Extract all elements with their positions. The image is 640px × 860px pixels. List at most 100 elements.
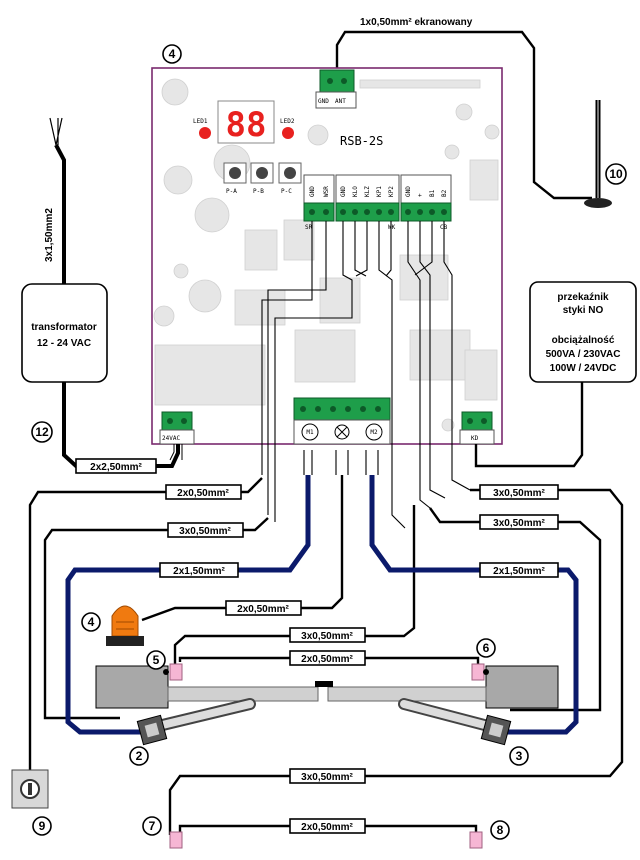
transformer: transformator 12 - 24 VAC	[21, 283, 108, 383]
actuator-left	[136, 698, 256, 746]
button-p-b[interactable]: P-B	[250, 162, 274, 195]
cable-photocell-7-label-box: 3x0,50mm²	[289, 768, 366, 784]
cable-photocell-5-label: 3x0,50mm²	[301, 631, 353, 642]
marker-6: 6	[476, 638, 496, 658]
svg-text:8: 8	[497, 823, 504, 837]
cable-lamp-label: 2x0,50mm²	[237, 604, 289, 615]
svg-text:6: 6	[483, 641, 490, 655]
photocell-8	[469, 831, 483, 849]
relay-box: przekaźnik styki NO obciążalność 500VA /…	[529, 281, 637, 383]
cable-sr-run: 2x0,50mm²	[28, 477, 263, 770]
button-p-b-label: P-B	[253, 188, 264, 195]
marker-4-lamp: 4	[81, 612, 101, 632]
gate-leaves	[95, 665, 559, 709]
marker-1: 2	[129, 746, 149, 766]
control-board: RSB-2S	[151, 67, 503, 445]
led1-label: LED1	[193, 118, 208, 125]
photocell-6	[471, 663, 489, 681]
svg-text:5: 5	[153, 653, 160, 667]
pwr-label: 24VAC	[162, 435, 180, 442]
actuator-right	[398, 698, 512, 746]
wk-pin-4: KP1	[376, 186, 383, 197]
board-wires	[261, 221, 471, 529]
marker-8: 8	[490, 820, 510, 840]
cable-photocell-5-6-label: 2x0,50mm²	[301, 654, 353, 665]
antenna-icon	[584, 100, 612, 208]
cable-kd-run: 3x0,50mm²	[168, 484, 624, 835]
cb-pin-2: +	[417, 193, 424, 197]
m2-label: M2	[370, 429, 378, 436]
cb-pin-4: B2	[441, 189, 448, 197]
cable-motor-2: 2x1,50mm²	[369, 475, 579, 735]
marker-7: 7	[142, 816, 162, 836]
kd-cable	[474, 382, 584, 468]
mains-cable: 3x1,50mm2	[44, 117, 66, 284]
wk-pin-2: KLO	[352, 186, 359, 197]
wk-pin-5: KP2	[388, 186, 395, 197]
transformer-line2: 12 - 24 VAC	[37, 338, 91, 349]
relay-line1: przekaźnik	[557, 292, 609, 303]
antenna-cable: 1x0,50mm² ekranowany	[335, 17, 592, 200]
cable-photocell-7-8-label: 2x0,50mm²	[301, 822, 353, 833]
cable-photocell-7-label: 3x0,50mm²	[301, 772, 353, 783]
marker-12: 12	[31, 421, 53, 443]
relay-line2: styki NO	[563, 305, 604, 316]
sr-pin-1: GND	[309, 186, 316, 197]
cable-lamp: 2x0,50mm²	[141, 475, 344, 622]
sr-pin-2: WSR	[323, 186, 330, 197]
svg-text:9: 9	[39, 819, 46, 833]
button-p-a[interactable]: P-A	[223, 162, 247, 195]
marker-4-board: 4	[162, 44, 182, 64]
sr-terminal: GND WSR SR	[303, 174, 335, 231]
svg-text:7: 7	[149, 819, 156, 833]
wk-pin-1: GND	[340, 186, 347, 197]
relay-line3: obciążalność	[552, 335, 615, 346]
cable-motor-1: 2x1,50mm²	[65, 475, 311, 735]
cable-cb-run: 3x0,50mm²	[429, 507, 602, 712]
marker-5: 5	[146, 650, 166, 670]
power-cable: 2x2,50mm²	[62, 382, 183, 474]
svg-text:12: 12	[35, 425, 49, 439]
wk-label: WK	[388, 224, 396, 231]
cb-pin-1: GND	[405, 186, 412, 197]
relay-line5: 100W / 24VDC	[550, 363, 617, 374]
wk-terminal: GND KLO KLZ KP1 KP2 WK	[335, 174, 400, 231]
cable-sr-label: 2x0,50mm²	[177, 488, 229, 499]
marker-9: 9	[32, 816, 52, 836]
transformer-line1: transformator	[31, 322, 97, 333]
power-cable-label: 2x2,50mm²	[90, 462, 142, 473]
svg-text:10: 10	[609, 167, 623, 181]
warning-lamp-icon	[106, 605, 144, 646]
antenna-terminal: GND ANT	[315, 69, 357, 109]
led2-label: LED2	[280, 118, 295, 125]
svg-text:4: 4	[169, 47, 176, 61]
relay-line4: 500VA / 230VAC	[546, 349, 621, 360]
button-p-a-label: P-A	[226, 188, 237, 195]
wk-pin-3: KLZ	[364, 186, 371, 197]
ant-ant-label: ANT	[335, 98, 346, 105]
photocell-5	[163, 663, 183, 681]
cable-motor-2-label: 2x1,50mm²	[493, 566, 545, 577]
cable-kd-label: 3x0,50mm²	[493, 488, 545, 499]
key-switch-icon	[11, 769, 49, 809]
cb-pin-3: B1	[429, 189, 436, 197]
svg-text:2: 2	[136, 749, 143, 763]
sr-label: SR	[305, 224, 313, 231]
photocell-7	[169, 831, 183, 849]
cable-wk-run: 3x0,50mm²	[43, 517, 269, 720]
motor-terminal: M1 M2	[293, 397, 391, 445]
cable-photocell-5-6: 2x0,50mm²	[178, 650, 480, 666]
kd-label: KD	[471, 435, 479, 442]
antenna-cable-label: 1x0,50mm² ekranowany	[360, 17, 473, 28]
mains-cable-label: 3x1,50mm2	[44, 208, 55, 262]
button-p-c[interactable]: P-C	[278, 162, 302, 195]
button-p-c-label: P-C	[281, 188, 292, 195]
led-display: 88	[217, 100, 275, 145]
marker-10: 10	[605, 163, 627, 185]
display-digits: 88	[226, 105, 267, 145]
cable-cb-label: 3x0,50mm²	[493, 518, 545, 529]
marker-3: 3	[509, 746, 529, 766]
svg-text:4: 4	[88, 615, 95, 629]
cable-photocell-7-8: 2x0,50mm²	[178, 818, 478, 836]
board-name: RSB-2S	[340, 134, 383, 148]
